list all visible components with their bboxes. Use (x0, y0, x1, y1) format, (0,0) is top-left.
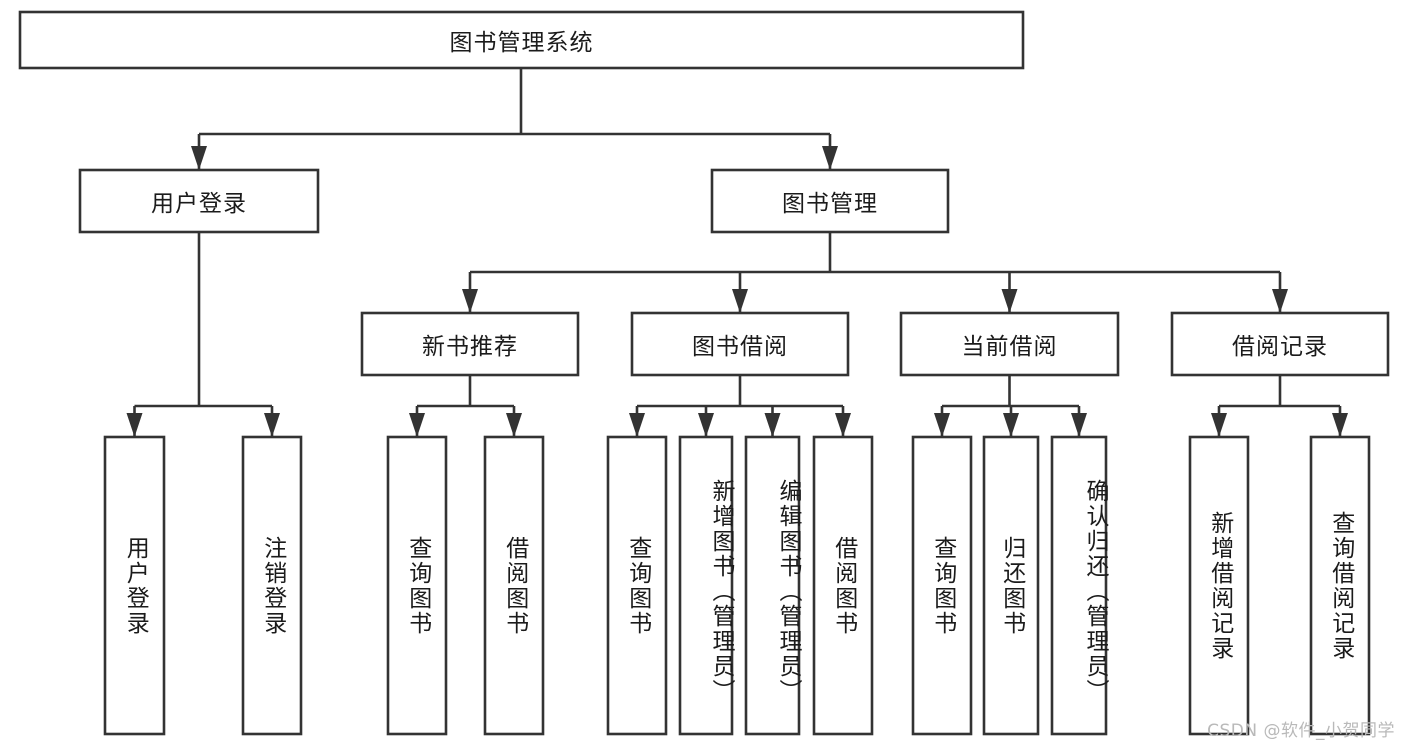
node-rectangles (18, 10, 1390, 736)
arrow-head-icon (934, 413, 950, 437)
arrow-head-icon (1211, 413, 1227, 437)
node-leaf-3-借阅图书[interactable] (483, 435, 545, 736)
node-root-图书管理系统[interactable] (18, 10, 1025, 70)
node-leaf-1-注销登录[interactable] (241, 435, 303, 736)
node-level3-当前借阅[interactable] (899, 311, 1120, 377)
node-leaf-8-查询图书[interactable] (911, 435, 973, 736)
node-leaf-6-编辑图书管理员[interactable] (744, 435, 801, 736)
connector-lines (133, 68, 1342, 437)
arrow-head-icon (1272, 289, 1288, 313)
node-leaf-4-查询图书[interactable] (606, 435, 668, 736)
arrow-head-icon (629, 413, 645, 437)
arrow-head-icon (732, 289, 748, 313)
arrow-heads (126, 146, 1348, 437)
arrow-head-icon (764, 413, 781, 437)
arrow-head-icon (835, 413, 851, 437)
node-leaf-2-查询图书[interactable] (386, 435, 448, 736)
arrow-head-icon (191, 146, 207, 170)
node-leaf-12-查询借阅记录[interactable] (1309, 435, 1371, 736)
arrow-head-icon (126, 413, 143, 437)
arrow-head-icon (1003, 413, 1019, 437)
node-level3-借阅记录[interactable] (1170, 311, 1390, 377)
arrow-head-icon (822, 146, 838, 170)
arrow-head-icon (409, 413, 425, 437)
arrow-head-icon (264, 413, 280, 437)
node-leaf-0-用户登录[interactable] (103, 435, 166, 736)
arrow-head-icon (1071, 413, 1087, 437)
watermark-text: CSDN @软件_小贺同学 (1207, 721, 1395, 741)
node-leaf-10-确认归还管理员[interactable] (1050, 435, 1108, 736)
node-leaf-7-借阅图书[interactable] (812, 435, 874, 736)
node-leaf-11-新增借阅记录[interactable] (1188, 435, 1250, 736)
node-level3-图书借阅[interactable] (630, 311, 850, 377)
arrow-head-icon (506, 413, 522, 437)
node-level2-用户登录[interactable] (78, 168, 320, 234)
node-leaf-5-新增图书管理员[interactable] (678, 435, 734, 736)
arrow-head-icon (1332, 413, 1348, 437)
arrow-head-icon (462, 289, 478, 313)
arrow-head-icon (1001, 289, 1018, 313)
node-level3-新书推荐[interactable] (360, 311, 580, 377)
node-leaf-9-归还图书[interactable] (982, 435, 1040, 736)
arrow-head-icon (698, 413, 714, 437)
node-level2-图书管理[interactable] (710, 168, 950, 234)
